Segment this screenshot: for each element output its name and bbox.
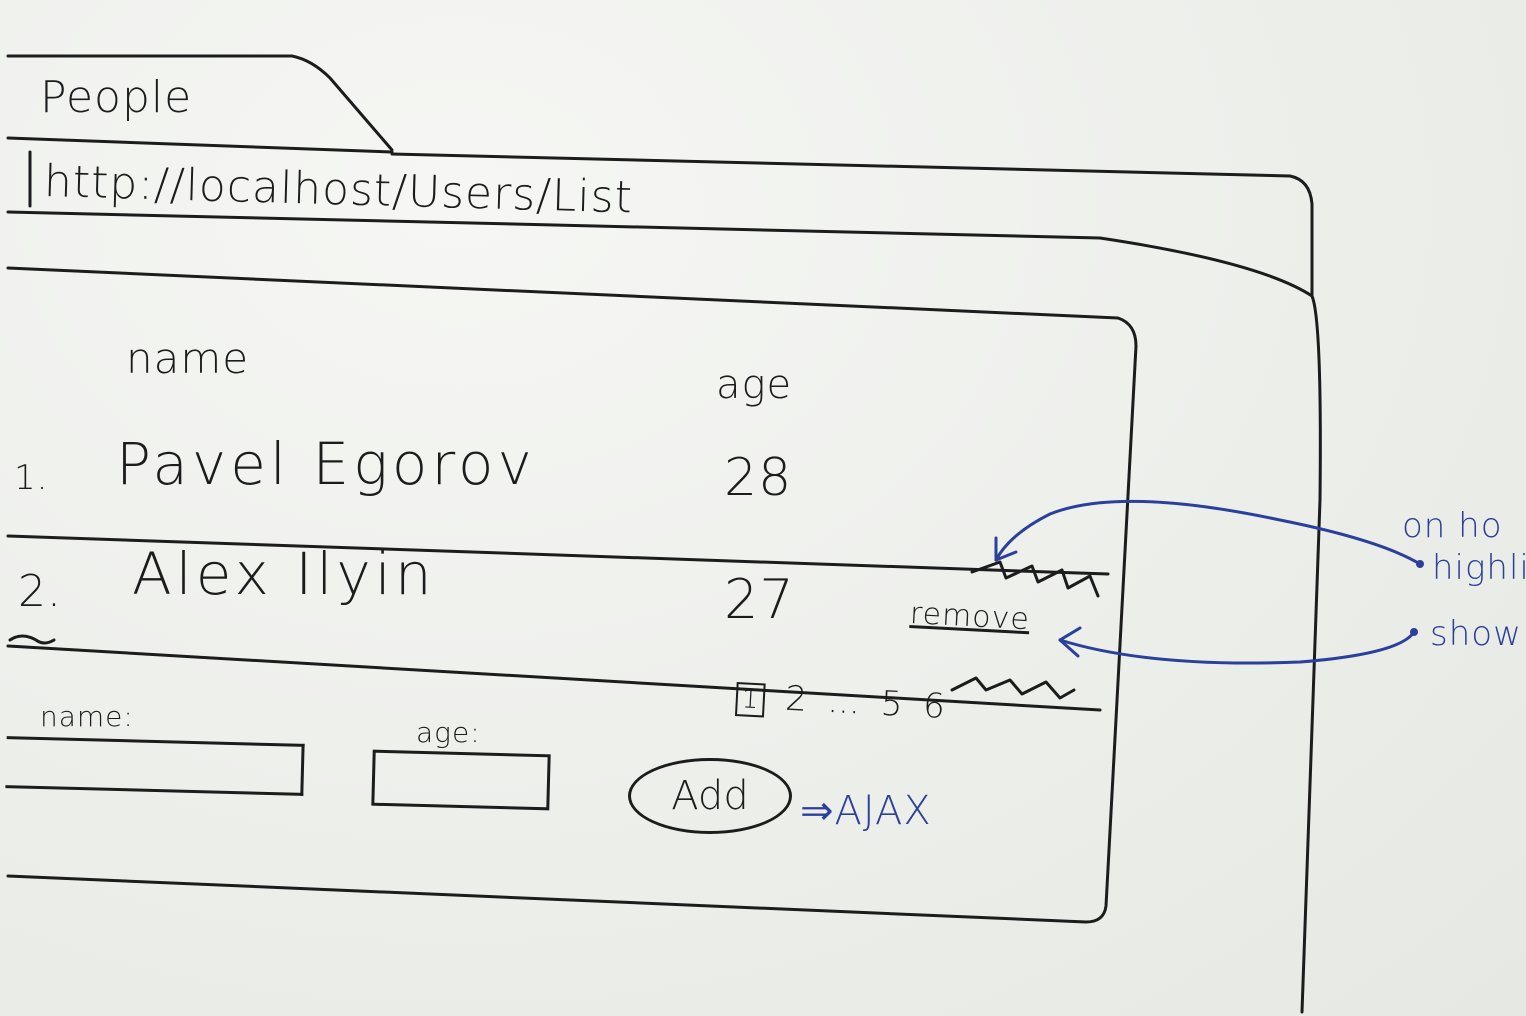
page-current[interactable]: 1 <box>734 682 766 718</box>
row-name-cell: Pavel Egorov <box>116 430 536 498</box>
row-number: 1. <box>14 458 49 498</box>
remove-row-link[interactable]: remove <box>909 596 1031 638</box>
name-field-label: name: <box>40 700 134 733</box>
age-field-label: age: <box>416 716 481 749</box>
row-age-cell: 28 <box>724 448 793 508</box>
column-header-name: name <box>126 334 250 383</box>
page-link[interactable]: 5 <box>879 683 904 725</box>
row-number: 2. <box>18 566 62 617</box>
browser-tab-title[interactable]: People <box>40 72 193 123</box>
ajax-note: ⇒AJAX <box>800 788 932 834</box>
page-link[interactable]: 2 <box>784 678 808 720</box>
annotation-highlight: highli <box>1432 548 1526 588</box>
annotation-show: show <box>1430 614 1522 654</box>
page-ellipsis: ... <box>826 680 862 723</box>
add-button[interactable]: Add <box>628 758 792 834</box>
name-input[interactable] <box>5 736 305 796</box>
row-age-cell: 27 <box>724 568 795 631</box>
age-input[interactable] <box>371 749 551 811</box>
row-name-cell: Alex Ilyin <box>132 540 436 608</box>
annotation-on-hover: on ho <box>1402 506 1503 546</box>
page-link[interactable]: 6 <box>922 685 946 727</box>
column-header-age: age <box>716 362 793 408</box>
